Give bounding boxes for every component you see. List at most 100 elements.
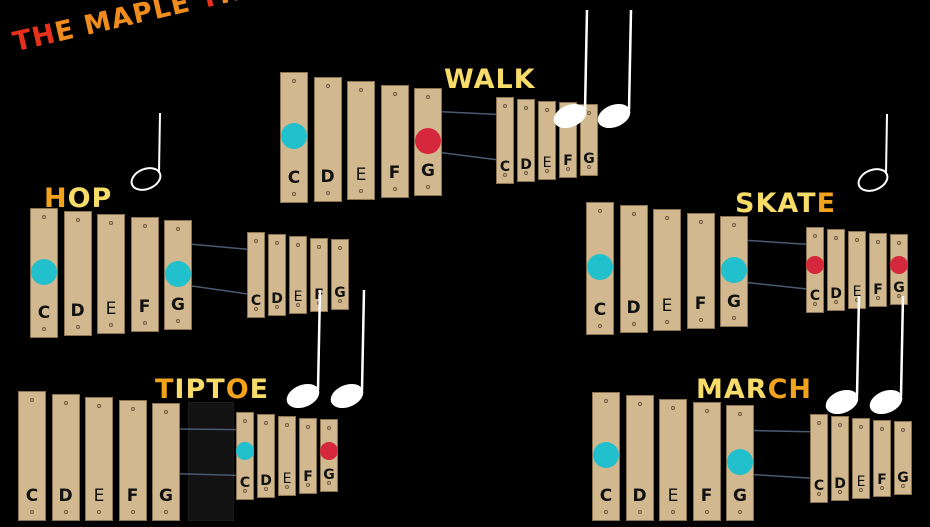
tiptoe-large-bar-e[interactable]: E [85,397,113,521]
note-head [869,389,903,415]
label-part: CH [767,374,812,405]
hop-small-bar-e[interactable]: E [289,236,307,314]
note-letter: C [287,168,301,188]
note-stem [855,295,861,397]
hop-large-bar-e[interactable]: E [97,214,125,334]
tiptoe-small-bar-f[interactable]: F [299,418,317,494]
walk-large-bar-e[interactable]: E [347,81,375,200]
note-letter: D [58,486,73,506]
walk-small-bar-d[interactable]: D [517,99,535,182]
label-part: MAR [696,374,768,405]
tiptoe-small-bar-d[interactable]: D [257,414,275,498]
note-letter: G [733,486,747,506]
march-small-bar-g[interactable]: G [894,421,912,495]
march-large-bar-e[interactable]: E [659,399,687,521]
note-stem [316,289,322,391]
tiptoe-connector-top [179,428,237,431]
skate-large-dot-c [587,254,613,281]
note-letter: E [852,284,862,300]
note-letter: C [809,288,821,304]
note-stem [360,289,366,391]
note-stem [899,295,905,397]
note-letter: E [293,289,303,305]
note-head [330,383,364,409]
label-part: E [816,188,837,219]
note-letter: F [126,486,139,506]
note-letter: F [877,472,887,488]
tiptoe-large-bar-c[interactable]: C [18,391,46,521]
note-letter: E [355,165,367,185]
note-letter: E [542,155,552,171]
hop-small-bar-g[interactable]: G [331,239,349,310]
walk-connector-top [441,111,497,116]
note-letter: D [260,473,272,489]
tiptoe-large-bar-f[interactable]: F [118,400,147,521]
skate-small-bar-e[interactable]: E [848,231,866,309]
march-connector-top [753,429,811,433]
hop-connector-top [191,243,248,250]
walk-small-bar-c[interactable]: C [496,97,514,184]
walk-large-bar-f[interactable]: F [380,85,409,198]
hop-large-bar-f[interactable]: F [130,217,159,332]
tiptoe-large-bar-d[interactable]: D [51,394,80,521]
hop-label: HOP [44,183,112,214]
walk-small-bar-e[interactable]: E [538,101,556,180]
march-small-bar-c[interactable]: C [810,414,828,503]
label-part: O [225,374,250,405]
tiptoe-connector-bottom [179,473,237,477]
note-letter: G [171,295,185,315]
hop-small-bar-c[interactable]: C [247,232,265,318]
note-letter: C [250,293,262,309]
note-letter: E [105,299,117,319]
walk-large-bar-d[interactable]: D [313,77,342,202]
march-small-bar-e[interactable]: E [852,418,870,499]
skate-large-bar-d[interactable]: D [619,205,648,333]
note-letter: D [626,298,641,318]
note-letter: D [520,157,532,173]
note-letter: F [563,153,573,169]
note-head [553,103,587,129]
march-small-bar-f[interactable]: F [873,420,891,497]
tiptoe-small-dot-c [236,441,254,460]
skate-note-icon [857,113,889,192]
skate-small-bar-f[interactable]: F [869,233,887,307]
walk-small-bar-g[interactable]: G [580,104,598,176]
skate-small-dot-g [890,256,908,275]
label-part: H [44,183,68,214]
note-letter: F [873,282,883,298]
skate-large-bar-f[interactable]: F [686,213,715,329]
note-head [825,389,859,415]
hop-large-bar-d[interactable]: D [63,211,92,336]
skate-small-bar-d[interactable]: D [827,229,845,311]
skate-connector-top [747,239,807,245]
tiptoe-small-bar-e[interactable]: E [278,416,296,496]
note-head [130,167,162,191]
skate-large-bar-e[interactable]: E [653,209,681,331]
note-letter: G [334,285,346,301]
note-letter: C [239,475,251,491]
note-letter: G [727,292,741,312]
note-letter: G [421,161,435,181]
hop-small-bar-d[interactable]: D [268,234,286,316]
label-part: E [249,374,270,405]
label-part: WALK [444,64,536,95]
march-small-bar-d[interactable]: D [831,416,849,501]
march-large-bar-f[interactable]: F [692,402,721,521]
label-part: IPT [174,374,226,405]
note-letter: D [632,486,647,506]
note-letter: D [320,167,335,187]
note-letter: D [834,476,846,492]
walk-note-icon [553,9,633,129]
note-letter: G [897,470,909,486]
note-letter: G [159,486,173,506]
walk-label: WALK [444,64,536,95]
tiptoe-shadow-bar [188,402,234,521]
tiptoe-note-icon [286,289,366,409]
tiptoe-large-bar-g[interactable]: G [152,403,180,521]
note-letter: G [583,151,595,167]
note-letter: C [593,300,607,320]
march-label: MARCH [696,374,812,405]
note-letter: C [813,478,825,494]
march-large-bar-d[interactable]: D [625,395,654,521]
